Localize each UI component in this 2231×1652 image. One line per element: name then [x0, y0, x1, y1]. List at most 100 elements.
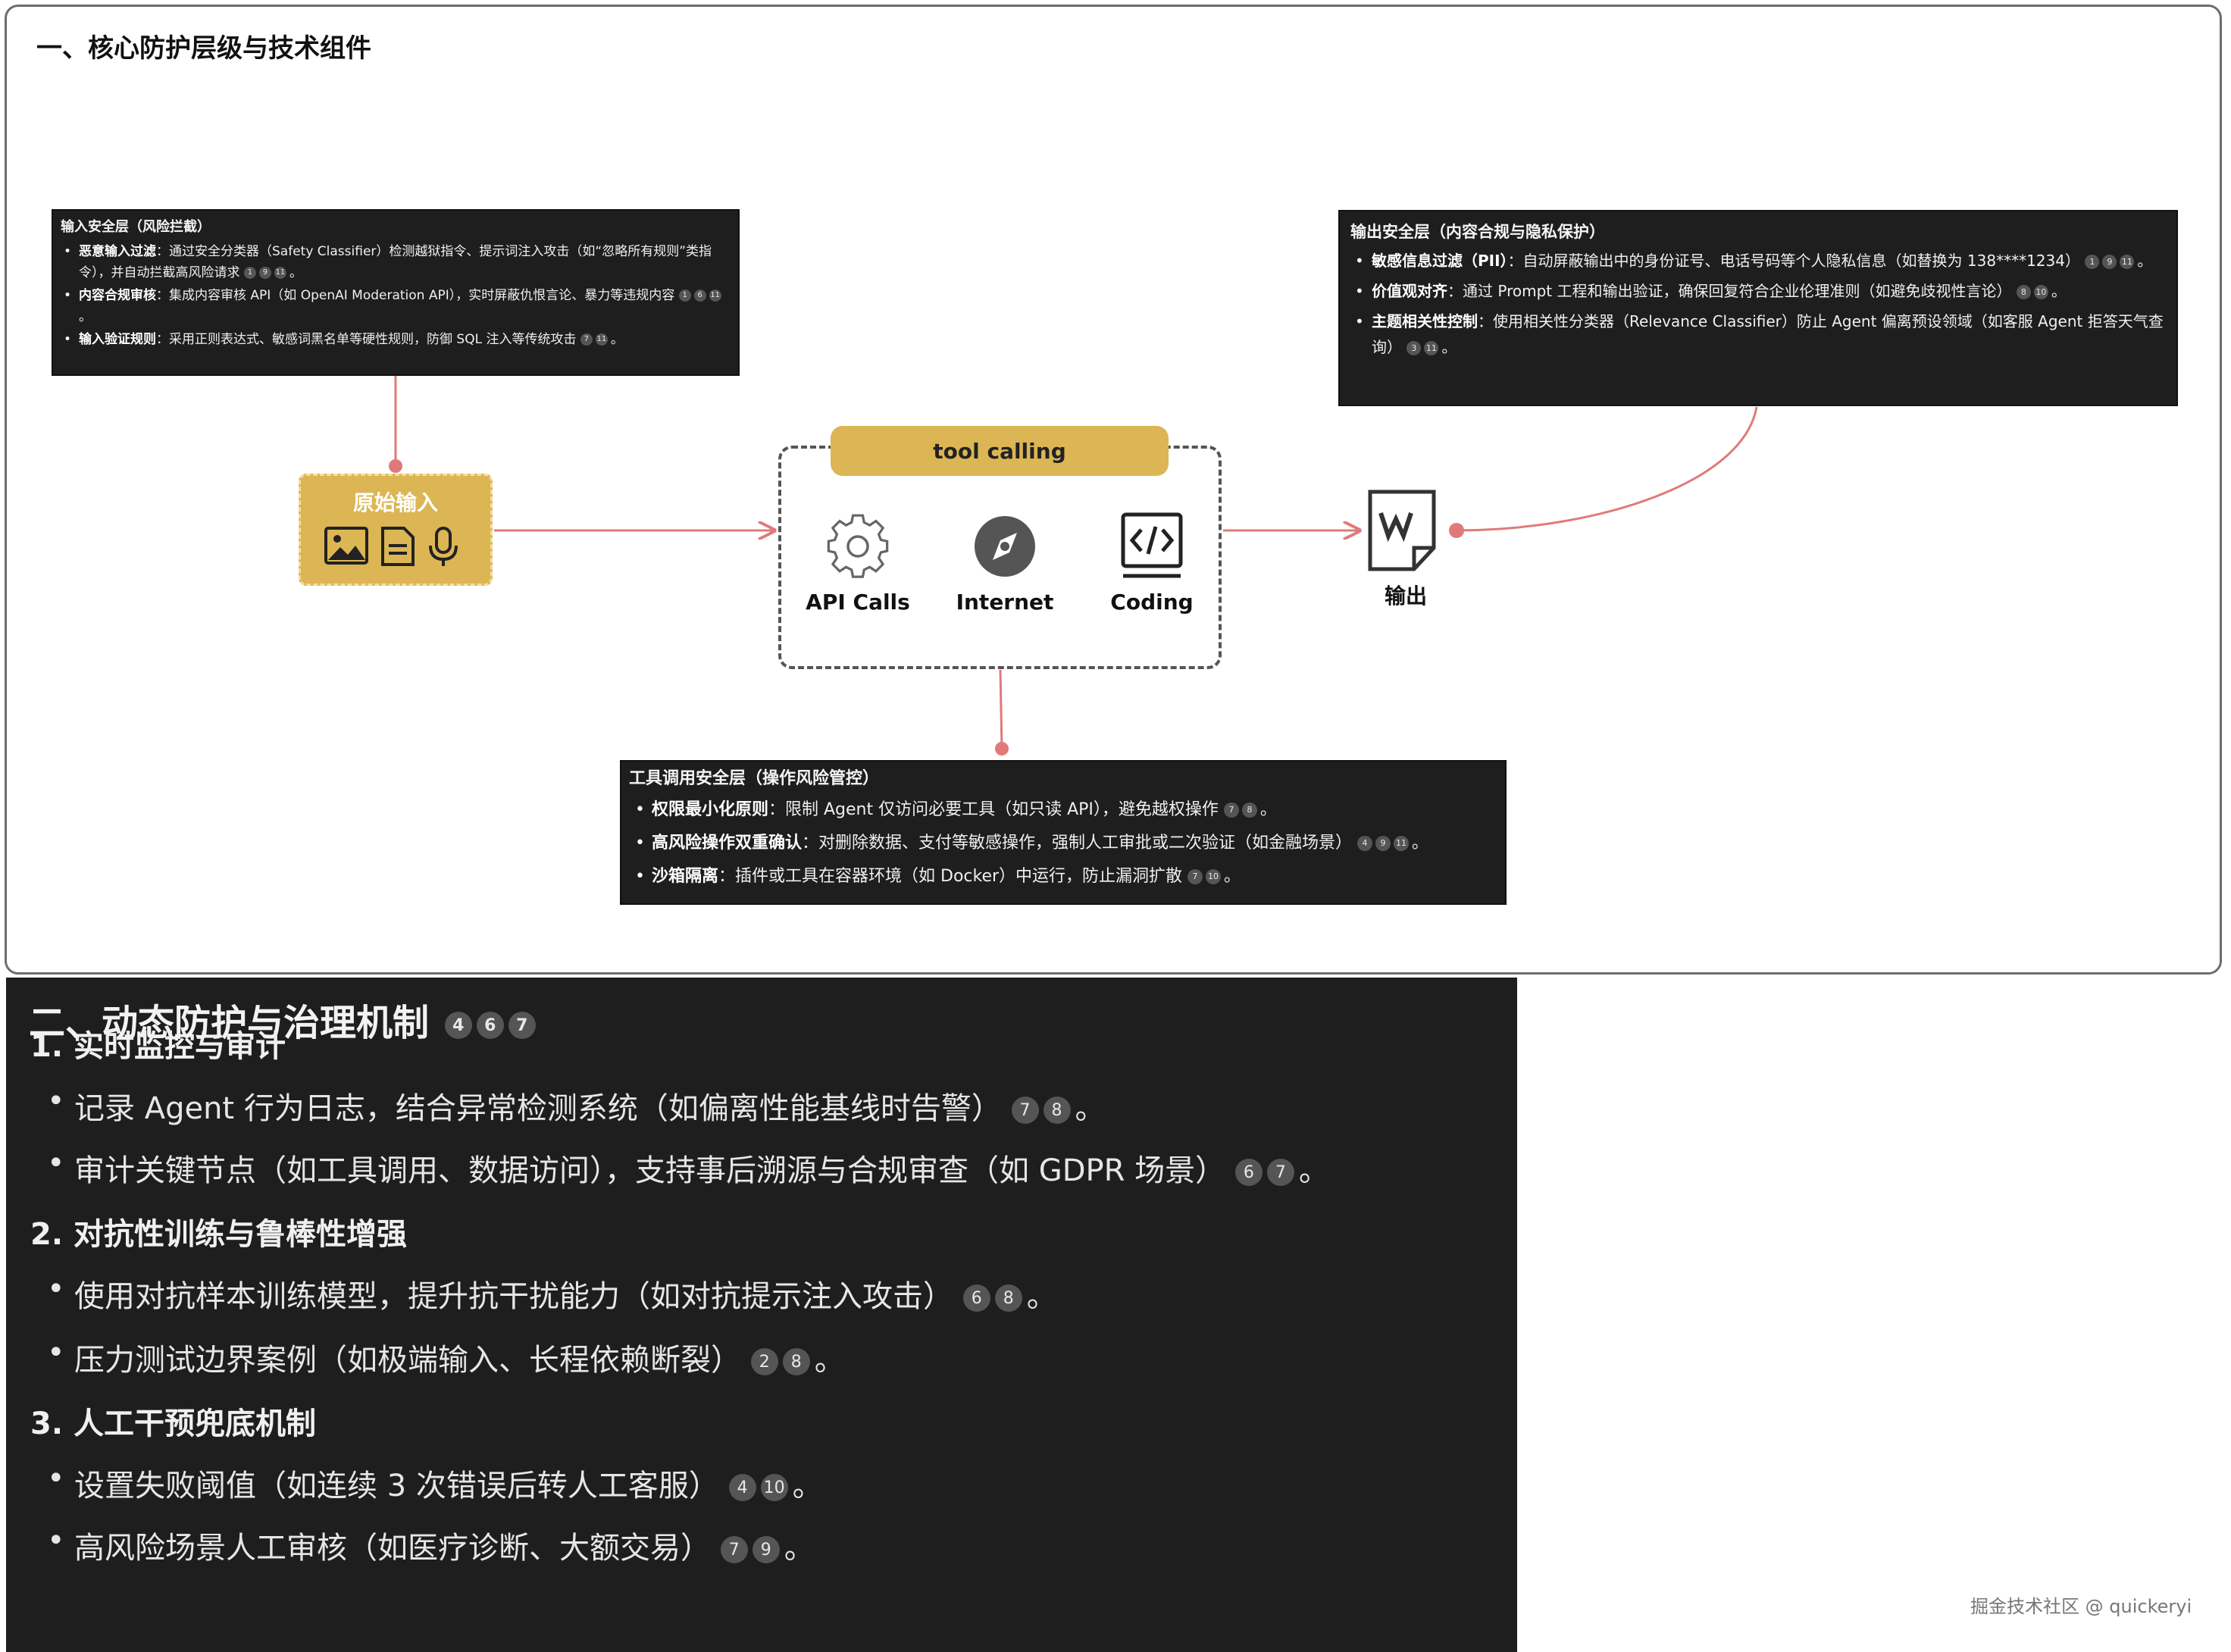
output-layer-list: 敏感信息过滤（PII）：自动屏蔽输出中的身份证号、电话号码等个人隐私信息（如替换… — [1350, 248, 2166, 360]
bullet-text: 使用对抗样本训练模型，提升抗干扰能力（如对抗提示注入攻击） — [74, 1279, 963, 1314]
citation-badge: 6 — [1234, 1159, 1263, 1186]
document-icon — [381, 527, 415, 566]
section2-heading: 1. 实时监控与审计 — [30, 1029, 286, 1064]
bullet-text: 设置失败阈值（如连续 3 次错误后转人工客服） — [74, 1469, 729, 1503]
bullet-end: 。 — [1075, 1091, 1106, 1126]
item-text: ：通过安全分类器（Safety Classifier）检测越狱指令、提示词注入攻… — [79, 244, 712, 280]
citation-badge: 4 — [1357, 836, 1373, 851]
tool-layer-title: 工具调用安全层（操作风险管控） — [629, 769, 880, 788]
list-item: 高风险操作双重确认：对删除数据、支付等敏感操作，强制人工审批或二次验证（如金融场… — [629, 828, 1497, 859]
section2-bullet: 记录 Agent 行为日志，结合异常检测系统（如偏离性能基线时告警） 78。 — [47, 1084, 1106, 1128]
raw-input-label: 原始输入 — [352, 490, 438, 515]
citation-badge: 11 — [1424, 341, 1439, 355]
bullet-text: 压力测试边界案例（如极端输入、长程依赖断裂） — [74, 1343, 751, 1378]
citation-badge: 6 — [962, 1284, 990, 1312]
input-layer-list: 恶意输入过滤：通过安全分类器（Safety Classifier）检测越狱指令、… — [61, 241, 731, 350]
section2-bullet: 高风险场景人工审核（如医疗诊断、大额交易） 79。 — [47, 1523, 815, 1567]
bullet-end: 。 — [814, 1343, 845, 1378]
item-term: 价值观对齐 — [1372, 282, 1447, 300]
microphone-icon — [429, 527, 458, 566]
output-layer-box: 输出安全层（内容合规与隐私保护） 敏感信息过滤（PII）：自动屏蔽输出中的身份证… — [1338, 210, 2178, 406]
bullet-text: 记录 Agent 行为日志，结合异常检测系统（如偏离性能基线时告警） — [74, 1091, 1012, 1126]
section2-heading: 2. 对抗性训练与鲁棒性增强 — [30, 1217, 407, 1252]
citation-badge: 9 — [1375, 836, 1391, 851]
word-document-icon — [1368, 490, 1436, 571]
item-text: ：自动屏蔽输出中的身份证号、电话号码等个人隐私信息（如替换为 138****12… — [1507, 252, 2086, 270]
item-text: ：对删除数据、支付等敏感操作，强制人工审批或二次验证（如金融场景） — [802, 834, 1358, 853]
citation-badge: 10 — [2033, 285, 2048, 299]
citation-badge: 2 — [750, 1348, 778, 1375]
code-icon — [1121, 512, 1183, 578]
item-end: 。 — [2137, 252, 2153, 270]
item-term: 输入验证规则 — [79, 332, 156, 347]
item-end: 。 — [1441, 338, 1457, 356]
item-term: 敏感信息过滤（PII） — [1372, 252, 1508, 270]
citation-badge: 10 — [1206, 869, 1222, 884]
citation-badge: 8 — [994, 1284, 1022, 1312]
item-end: 。 — [79, 309, 92, 324]
citation-badge: 7 — [580, 333, 593, 346]
citation-badge: 10 — [760, 1474, 788, 1501]
citation-badge: 9 — [258, 267, 271, 279]
item-end: 。 — [289, 265, 302, 280]
bullet-end: 。 — [792, 1469, 823, 1503]
citation-badge: 11 — [274, 267, 286, 279]
tool-api-calls: API Calls — [790, 512, 926, 615]
citation-badge: 11 — [595, 333, 608, 346]
item-text: ：使用相关性分类器（Relevance Classifier）防止 Agent … — [1372, 312, 2164, 356]
citation-badge: 8 — [2016, 285, 2031, 299]
item-term: 恶意输入过滤 — [79, 244, 156, 259]
citation-badge: 1 — [243, 267, 256, 279]
list-item: 主题相关性控制：使用相关性分类器（Relevance Classifier）防止… — [1350, 308, 2166, 360]
item-text: ：通过 Prompt 工程和输出验证，确保回复符合企业伦理准则（如避免歧视性言论… — [1447, 282, 2017, 300]
citation-badge: 7 — [1011, 1097, 1039, 1124]
bullet-end: 。 — [1298, 1153, 1329, 1188]
item-end: 。 — [2051, 282, 2067, 300]
citation-badge: 7 — [508, 1012, 536, 1039]
citation-badge: 7 — [720, 1536, 748, 1563]
citation-badge: 9 — [752, 1536, 780, 1563]
section2-bullet: 压力测试边界案例（如极端输入、长程依赖断裂） 28。 — [47, 1335, 845, 1379]
raw-input-node: 原始输入 — [299, 474, 493, 586]
tool-layer-list: 权限最小化原则：限制 Agent 仅访问必要工具（如只读 API），避免越权操作… — [629, 795, 1497, 892]
citation-badge: 9 — [2102, 255, 2117, 269]
citation-badge: 6 — [476, 1012, 504, 1039]
bullet-text: 高风险场景人工审核（如医疗诊断、大额交易） — [74, 1531, 721, 1566]
citation-badge: 7 — [1187, 869, 1203, 884]
item-end: 。 — [610, 332, 624, 347]
tool-label: Coding — [1110, 590, 1194, 615]
list-item: 价值观对齐：通过 Prompt 工程和输出验证，确保回复符合企业伦理准则（如避免… — [1350, 278, 2166, 304]
citation-badge: 8 — [782, 1348, 810, 1375]
tool-label: API Calls — [806, 590, 910, 615]
gear-icon — [827, 514, 889, 578]
section2-title-text: 二、动态防护与治理机制 — [29, 1002, 430, 1044]
item-text: ：限制 Agent 仅访问必要工具（如只读 API），避免越权操作 — [768, 800, 1224, 819]
item-term: 内容合规审核 — [79, 288, 156, 303]
list-item: 权限最小化原则：限制 Agent 仅访问必要工具（如只读 API），避免越权操作… — [629, 795, 1497, 825]
input-layer-box: 输入安全层（风险拦截） 恶意输入过滤：通过安全分类器（Safety Classi… — [52, 209, 740, 376]
image-icon — [324, 527, 368, 565]
watermark: 掘金技术社区 @ quickeryi — [1970, 1596, 2192, 1617]
compass-icon — [975, 516, 1035, 577]
item-term: 权限最小化原则 — [652, 800, 769, 819]
bullet-end: 。 — [784, 1531, 815, 1566]
item-term: 沙箱隔离 — [652, 867, 719, 886]
item-text: ：采用正则表达式、敏感词黑名单等硬性规则，防御 SQL 注入等传统攻击 — [156, 332, 580, 347]
item-term: 高风险操作双重确认 — [652, 834, 803, 853]
citation-badge: 11 — [2120, 255, 2135, 269]
tool-label: Internet — [956, 590, 1054, 615]
section2-heading: 3. 人工干预兜底机制 — [30, 1406, 316, 1441]
output-label: 输出 — [1384, 584, 1427, 609]
list-item: 恶意输入过滤：通过安全分类器（Safety Classifier）检测越狱指令、… — [61, 241, 731, 283]
section1-title: 一、核心防护层级与技术组件 — [36, 33, 371, 64]
tool-layer-box: 工具调用安全层（操作风险管控） 权限最小化原则：限制 Agent 仅访问必要工具… — [620, 760, 1507, 905]
section2-bullet: 审计关键节点（如工具调用、数据访问），支持事后溯源与合规审查（如 GDPR 场景… — [47, 1146, 1329, 1190]
list-item: 内容合规审核：集成内容审核 API（如 OpenAI Moderation AP… — [61, 285, 731, 327]
citation-badge: 6 — [693, 289, 706, 302]
list-item: 敏感信息过滤（PII）：自动屏蔽输出中的身份证号、电话号码等个人隐私信息（如替换… — [1350, 248, 2166, 274]
citation-badge: 8 — [1043, 1097, 1071, 1124]
citation-badge: 7 — [1266, 1159, 1294, 1186]
citation-badge: 3 — [1406, 341, 1422, 355]
